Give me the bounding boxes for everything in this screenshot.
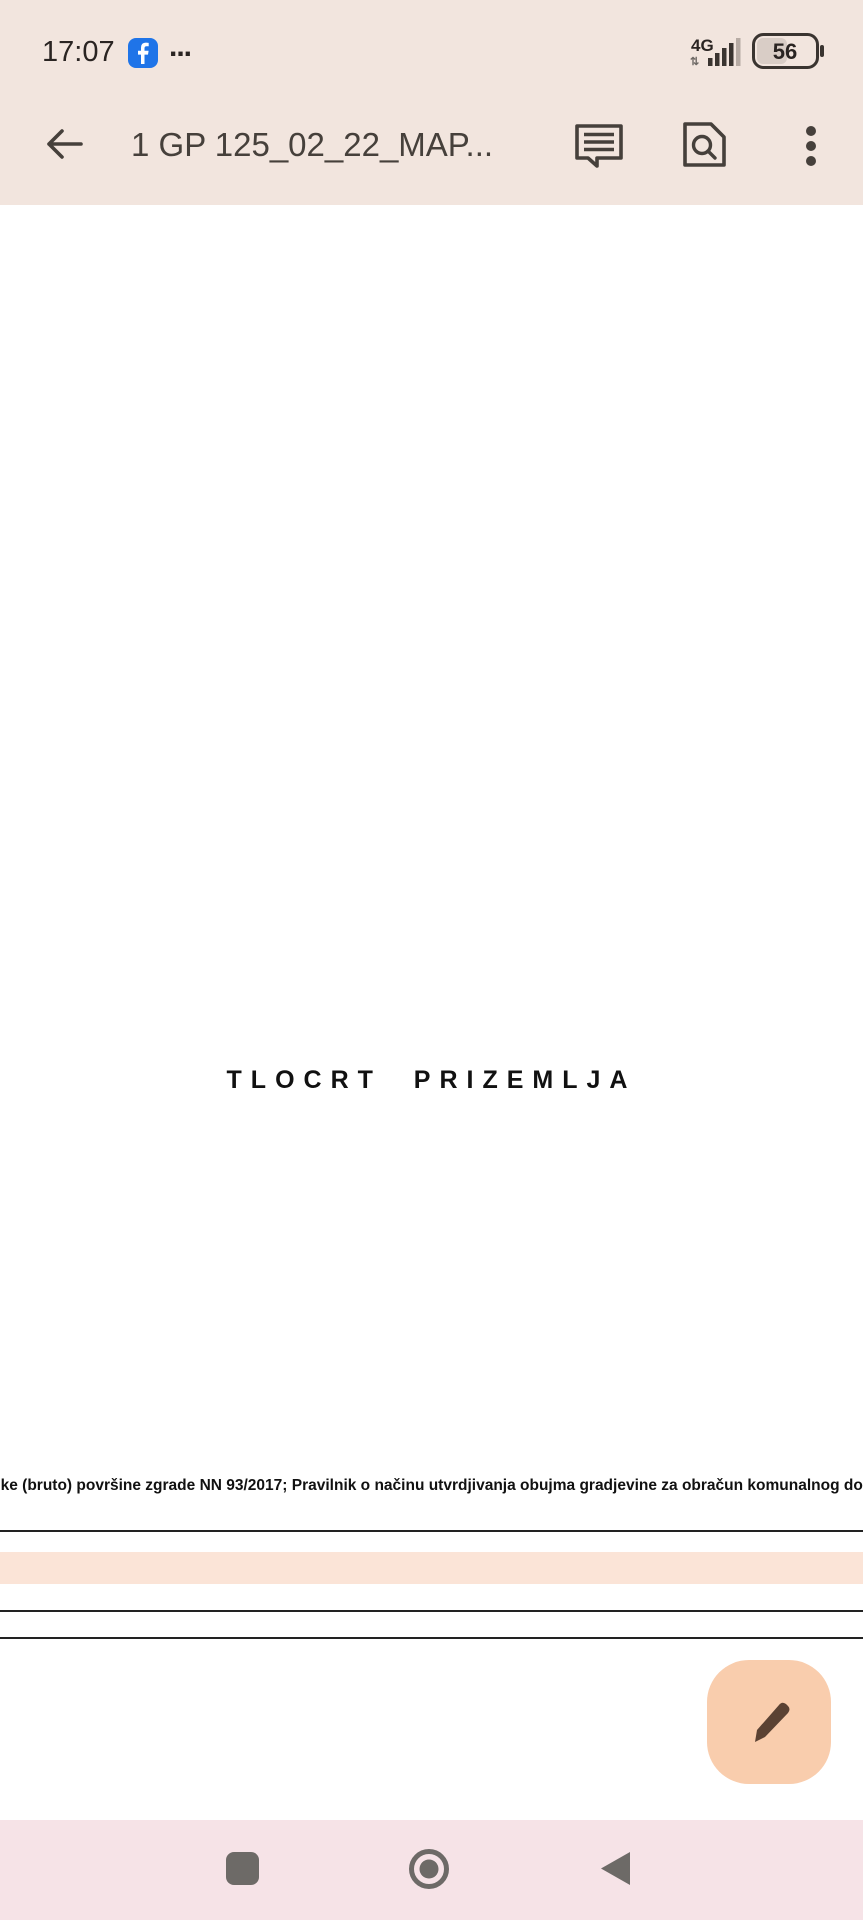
svg-text:56: 56 xyxy=(773,39,797,64)
